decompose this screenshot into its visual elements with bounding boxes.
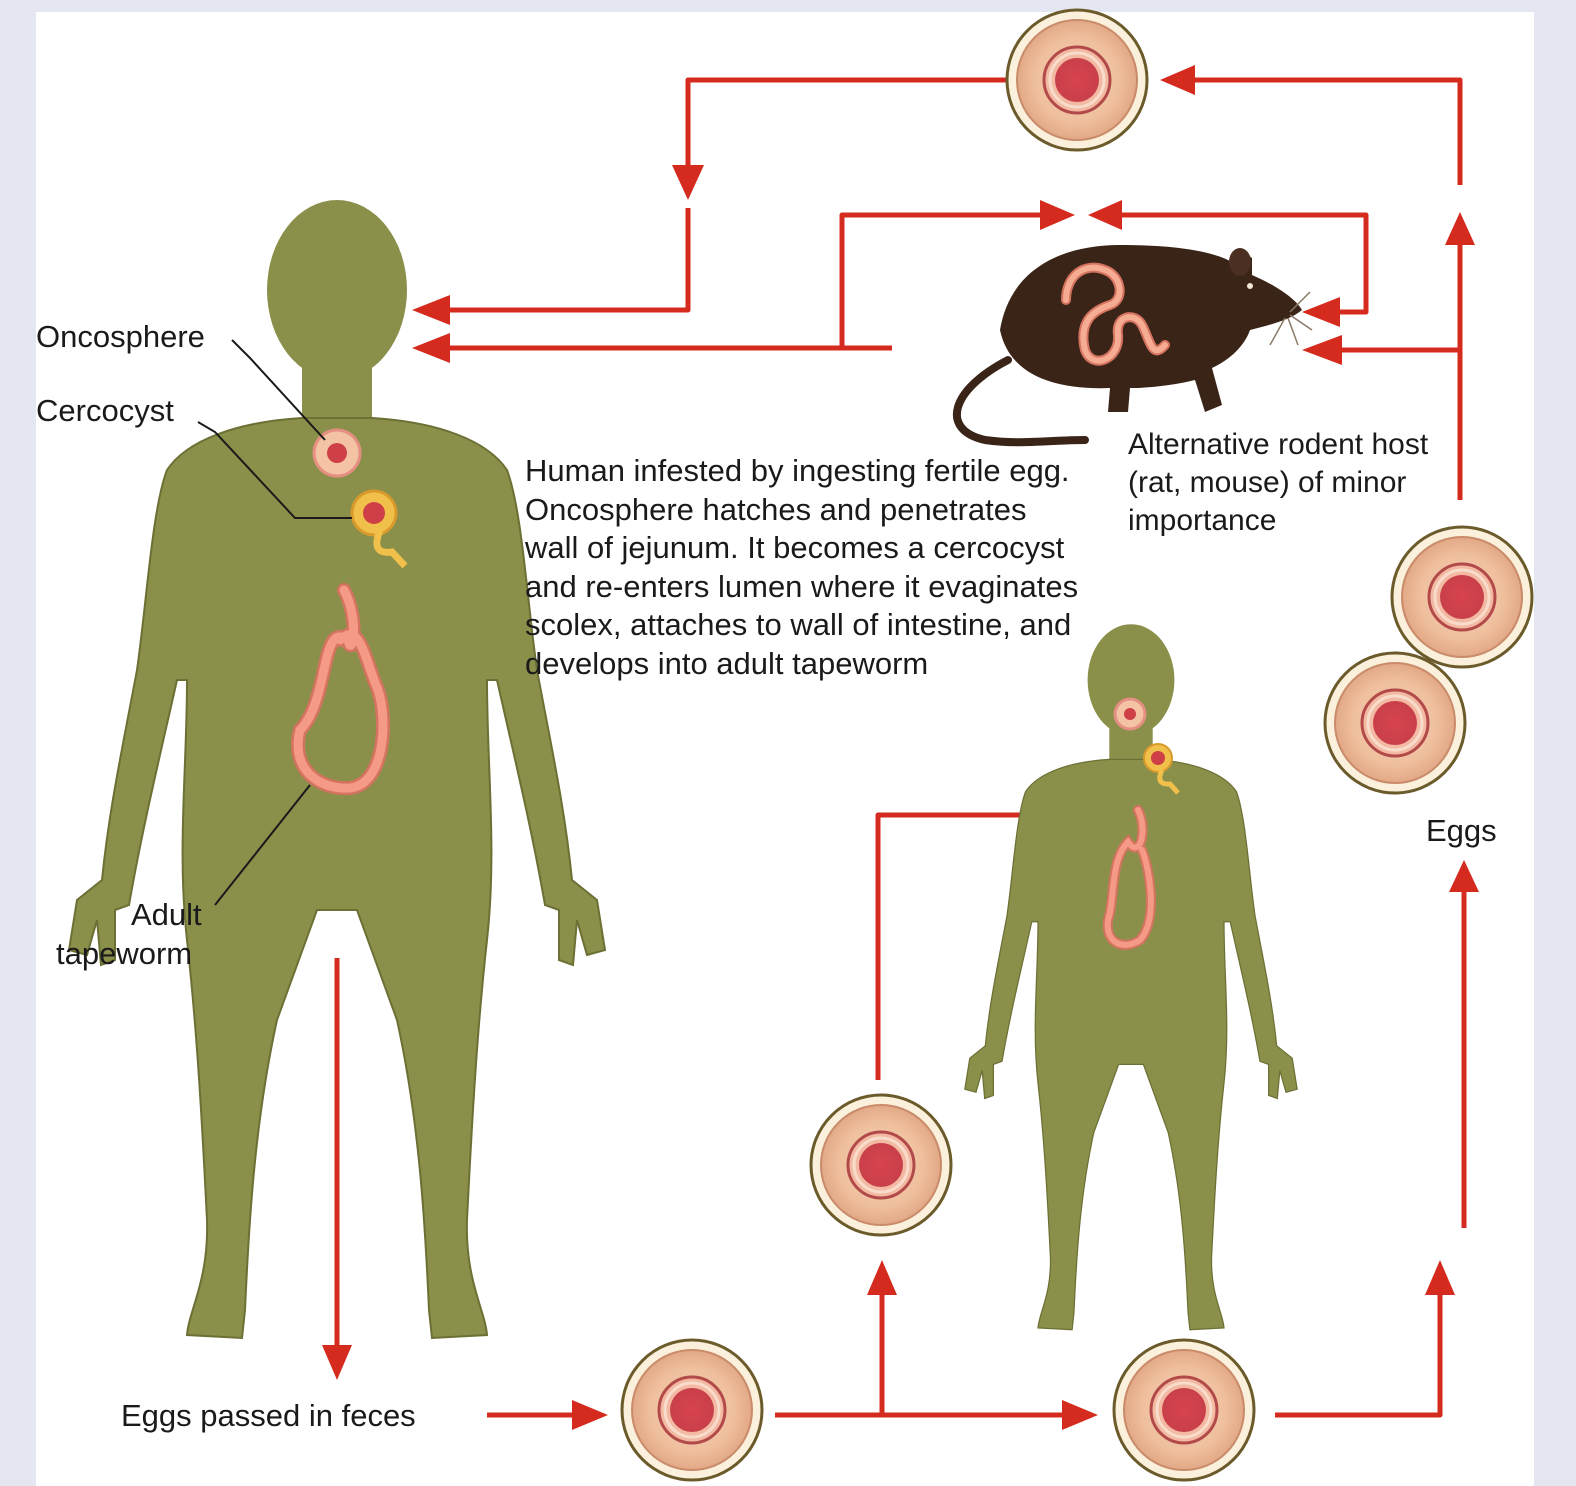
arrowhead-to-top-egg <box>1160 65 1195 95</box>
oncosphere-marker <box>312 428 362 478</box>
egg-middle <box>809 1093 953 1237</box>
arrowhead-up-to-middle-egg <box>867 1260 897 1295</box>
egg-bottom-right <box>1112 1338 1256 1482</box>
cercocyst-small <box>1143 743 1180 795</box>
arrowhead-to-bottom-right-egg <box>1062 1400 1098 1430</box>
egg-right-lower <box>1323 651 1467 795</box>
arrowhead-to-rat-nose <box>1302 297 1340 327</box>
arrowhead-center-right <box>1040 200 1075 230</box>
life-cycle-explanation: Human infested by ingesting fertile egg.… <box>525 453 1079 681</box>
egg-top <box>1005 8 1149 152</box>
rodent-host-caption: Alternative rodent host (rat, mouse) of … <box>1128 428 1429 537</box>
egg-bottom <box>620 1338 764 1482</box>
label-cercocyst: Cercocyst <box>36 393 174 428</box>
arrowhead-to-feces <box>322 1345 352 1380</box>
arrow-network <box>334 77 1467 1418</box>
label-oncosphere: Oncosphere <box>36 319 205 354</box>
label-eggs: Eggs <box>1426 813 1497 848</box>
cercocyst-marker <box>350 489 408 569</box>
rat-illustration <box>953 245 1313 447</box>
arrowhead-up-right-upper <box>1445 212 1475 245</box>
label-adult-tapeworm-line2: tapeworm <box>56 936 193 971</box>
arrowhead-up-right-lower <box>1425 1260 1455 1295</box>
arrowhead-to-rat-chin <box>1302 335 1342 365</box>
arrowhead-up-right-middle <box>1449 860 1479 892</box>
oncosphere-small <box>1113 697 1147 731</box>
arrowhead-to-human-lower <box>412 333 450 363</box>
leader-lines <box>197 339 352 906</box>
arrowhead-down-left <box>672 165 704 200</box>
label-adult-tapeworm-line1: Adult <box>131 897 202 932</box>
arrowhead-to-bottom-egg <box>572 1400 608 1430</box>
arrowhead-to-human-upper <box>412 295 450 325</box>
egg-right-upper <box>1390 525 1534 669</box>
label-eggs-passed-in-feces: Eggs passed in feces <box>121 1398 416 1433</box>
arrowhead-center-left <box>1088 200 1122 230</box>
